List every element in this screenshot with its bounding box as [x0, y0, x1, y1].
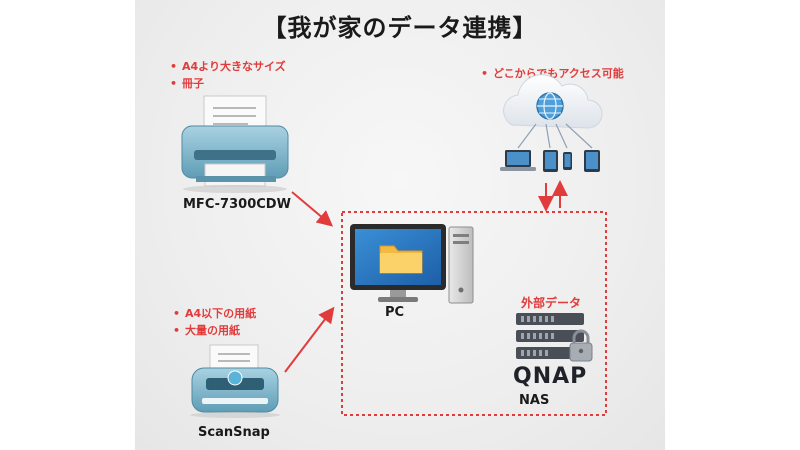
- scanner-to-pc-arrow: [284, 306, 335, 373]
- scanner-icon: [190, 344, 280, 418]
- printer-notes: •A4より大きなサイズ •冊子: [170, 58, 286, 92]
- printer-icon: [181, 95, 289, 193]
- pc-label: PC: [385, 305, 405, 320]
- diagram-title: 【我が家のデータ連携】: [262, 14, 538, 42]
- cloud-note: •どこからでもアクセス可能: [481, 67, 624, 80]
- cloud-device-links: [517, 123, 593, 149]
- qnap-logo: QNAP: [513, 364, 588, 389]
- scanner-label: ScanSnap: [198, 425, 270, 440]
- tablet-icon-2: [584, 150, 600, 172]
- printer-to-pc-arrow: [291, 191, 334, 227]
- printer-note-2: •冊子: [170, 77, 204, 90]
- pc-monitor-icon: [350, 224, 446, 302]
- tablet-icon: [543, 150, 558, 172]
- globe-icon: [536, 92, 564, 120]
- nas-label: NAS: [519, 393, 550, 408]
- nas-external-data-label: 外部データ: [521, 296, 582, 310]
- phone-icon: [563, 152, 572, 170]
- home-network-box: [341, 211, 607, 416]
- nas-icon: [516, 313, 584, 359]
- printer-note-1: •A4より大きなサイズ: [170, 60, 286, 73]
- pc-tower-icon: [448, 226, 474, 304]
- printer-label: MFC-7300CDW: [183, 197, 291, 212]
- scanner-note-1: •A4以下の用紙: [173, 307, 257, 320]
- scanner-note-2: •大量の用紙: [173, 324, 240, 337]
- scanner-notes: •A4以下の用紙 •大量の用紙: [173, 305, 256, 339]
- laptop-icon: [500, 150, 536, 171]
- lock-icon: [569, 329, 593, 362]
